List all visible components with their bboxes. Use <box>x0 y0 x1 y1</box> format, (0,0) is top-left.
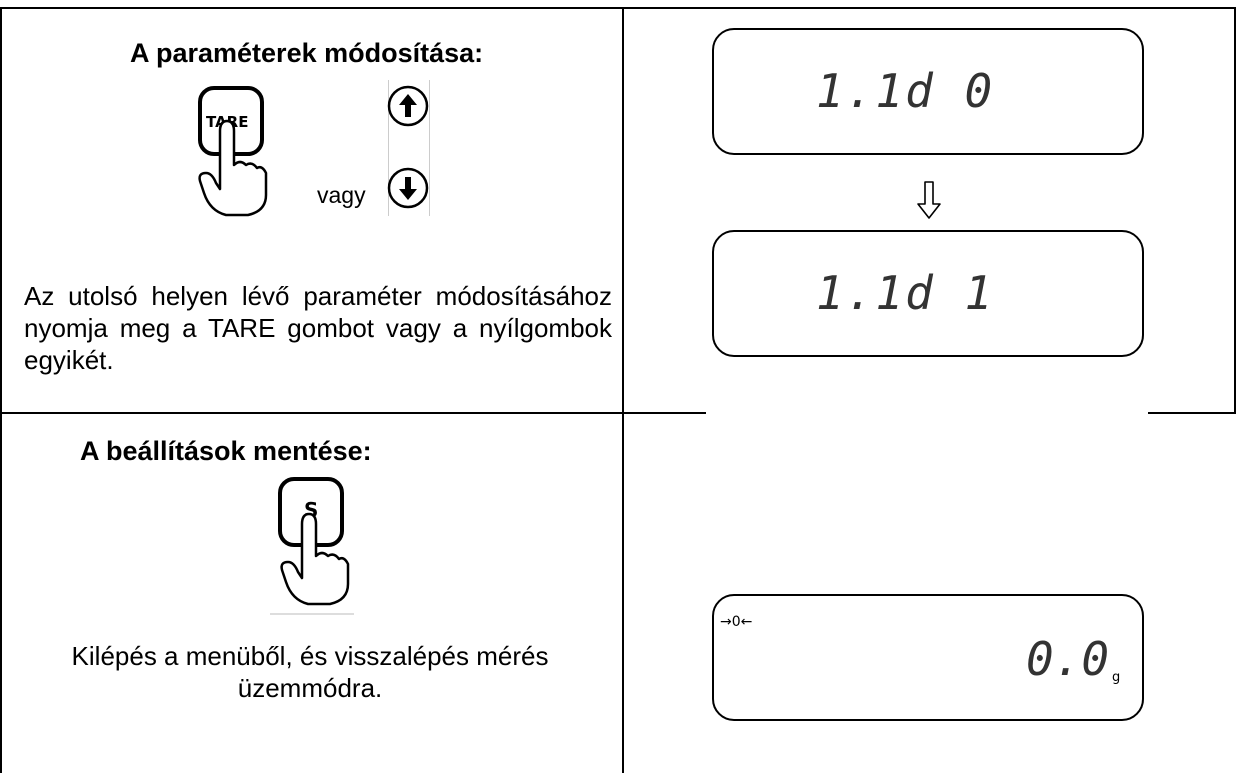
hand-press-icon <box>280 512 350 606</box>
arrow-down-key-icon <box>387 167 429 209</box>
section-title-modify-params: A paraméterek módosítása: <box>130 38 484 68</box>
display-after: 1.1d 1 <box>712 230 1144 357</box>
hollow-down-arrow-icon <box>917 181 941 219</box>
table-divider-horizontal-left <box>0 412 706 414</box>
hand-press-icon <box>198 119 268 217</box>
table-divider-vertical <box>622 7 624 773</box>
zero-indicator: →0← <box>720 614 753 630</box>
section-title-save-settings: A beállítások mentése: <box>80 436 372 466</box>
display-before: 1.1d 0 <box>712 28 1144 155</box>
arrow-keys-frame <box>388 80 430 216</box>
display-after-value: 1.1d 1 <box>816 266 995 320</box>
display-measurement-value: 0.0 <box>1026 632 1110 686</box>
or-label: vagy <box>317 182 366 208</box>
arrow-up-key-icon <box>387 85 429 127</box>
table-border-left <box>0 7 2 773</box>
display-measurement: →0← 0.0 g <box>712 594 1144 721</box>
table-border-right <box>1234 7 1236 413</box>
s-key-illustration: S <box>270 476 354 616</box>
table-divider-horizontal-right <box>1148 412 1236 414</box>
table-border-top <box>0 7 1236 9</box>
unit-label: g <box>1112 670 1121 685</box>
tare-key-illustration: TARE <box>196 85 276 220</box>
section1-description: Az utolsó helyen lévő paraméter módosítá… <box>24 281 612 375</box>
section2-description: Kilépés a menüből, és visszalépés mérés … <box>71 641 549 703</box>
display-before-value: 1.1d 0 <box>816 64 995 118</box>
